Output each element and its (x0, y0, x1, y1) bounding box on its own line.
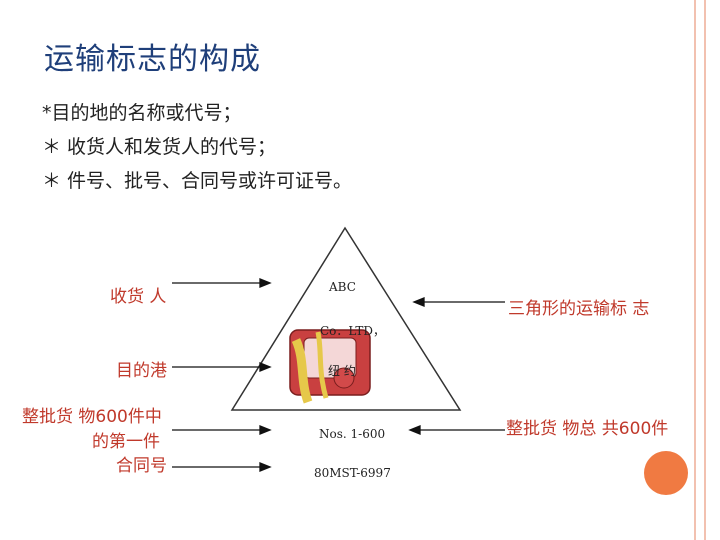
arrow-consignee-head (259, 278, 272, 288)
bullet-item: ＊ 收货人和发货人的代号； (42, 136, 277, 158)
label-consignee: 收货 人 (110, 287, 167, 307)
mark-nos: Nos. 1-600 (319, 427, 386, 441)
decorative-circle (644, 451, 688, 495)
mark-contract-no: 80MST-6997 (314, 466, 391, 480)
arrow-destination-head (259, 362, 272, 372)
frame-line-right (704, 0, 706, 540)
mark-company: Co．LTD， (320, 324, 386, 338)
bullet-item: *目的地的名称或代号； (42, 102, 242, 124)
label-contract: 合同号 (116, 456, 167, 476)
arrow-total-pieces-head (408, 425, 421, 435)
triangle-shape (230, 226, 462, 411)
label-triangle-mark: 三角形的运输标 志 (508, 299, 650, 319)
label-package-line2: 的第一件 (92, 432, 160, 452)
label-destination-port: 目的港 (116, 361, 167, 381)
package-icon (289, 329, 371, 404)
arrow-triangle-mark-head (412, 297, 425, 307)
frame-line-left (694, 0, 696, 540)
slide-title: 运输标志的构成 (44, 42, 261, 77)
mark-abc: ABC (329, 280, 356, 294)
arrow-package-number-head (259, 425, 272, 435)
arrow-contract-head (259, 462, 272, 472)
bullet-item: ＊ 件号、批号、合同号或许可证号。 (42, 170, 353, 192)
bullet-list: *目的地的名称或代号； ＊ 收货人和发货人的代号； ＊ 件号、批号、合同号或许可… (42, 96, 352, 198)
label-package-line1: 整批货 物600件中 (22, 407, 162, 427)
mark-city: 纽 约 (328, 364, 356, 378)
label-total-pieces: 整批货 物总 共600件 (506, 419, 669, 439)
